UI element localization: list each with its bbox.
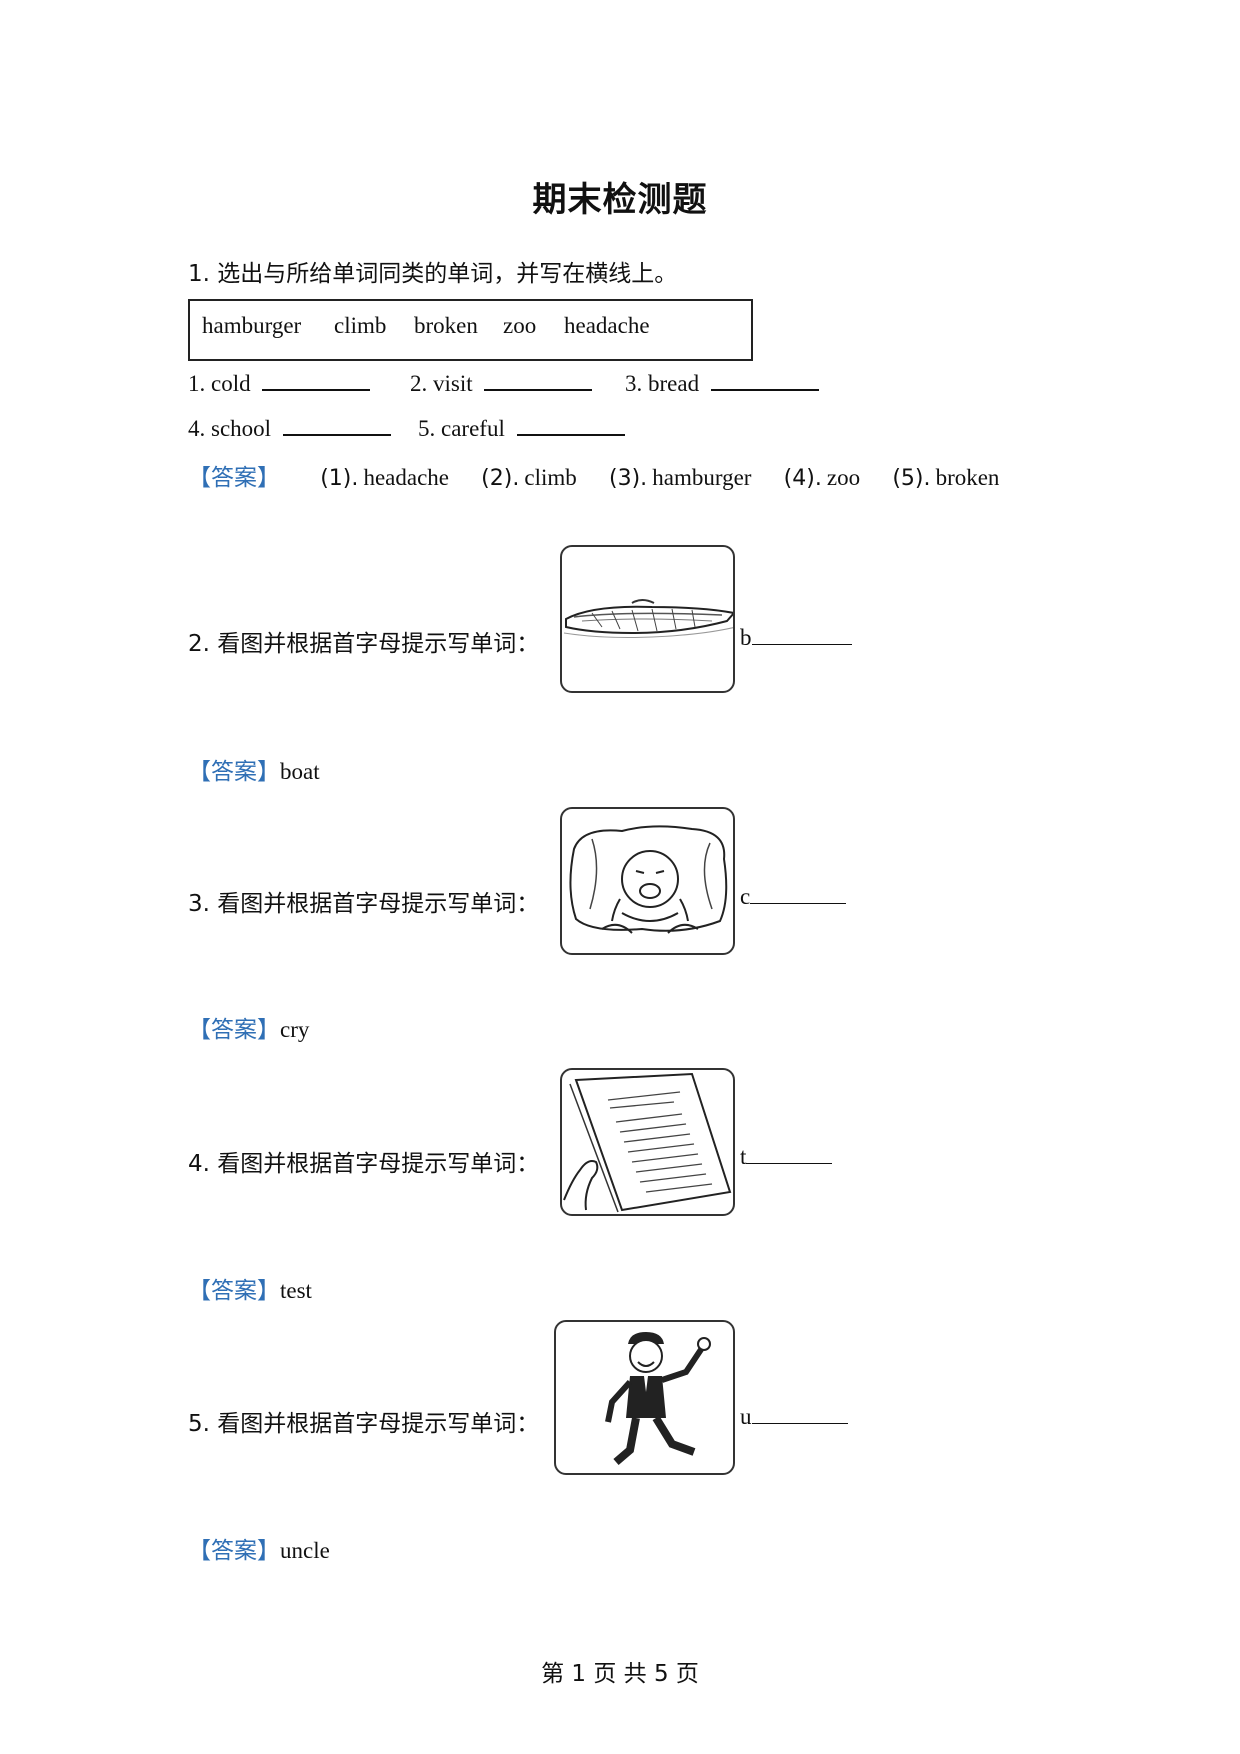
- answer-blank[interactable]: [282, 414, 391, 436]
- q3-answer: 【答案】cry: [188, 1010, 309, 1044]
- q1-item-5: 5. careful: [418, 414, 625, 442]
- answer-blank[interactable]: [751, 626, 852, 645]
- crying-baby-icon: [560, 807, 735, 955]
- answer-label: 【答案】: [188, 465, 280, 491]
- answer-word: boat: [280, 759, 320, 784]
- question-4-prompt: 4. 看图并根据首字母提示写单词：: [188, 1151, 540, 1177]
- first-letter-hint: b: [740, 625, 752, 650]
- answer-word: headache: [363, 465, 449, 490]
- answer-blank[interactable]: [516, 414, 625, 436]
- answer-label: 【答案】: [188, 759, 280, 785]
- test-paper-icon: [560, 1068, 735, 1216]
- word-bank-item: zoo: [503, 313, 537, 338]
- page-title: 期末检测题: [532, 180, 708, 220]
- q2-answer-line: b: [740, 625, 852, 651]
- q1-item-1: 1. cold: [188, 369, 371, 397]
- question-1-prompt: 1. 选出与所给单词同类的单词，并写在横线上。: [188, 261, 678, 287]
- boat-icon: [560, 545, 735, 693]
- q2-answer: 【答案】boat: [188, 752, 320, 786]
- answer-blank[interactable]: [710, 369, 819, 391]
- q1-item-2: 2. visit: [410, 369, 593, 397]
- q4-answer: 【答案】test: [188, 1271, 312, 1305]
- answer-number: (2).: [481, 466, 520, 491]
- question-5-prompt: 5. 看图并根据首字母提示写单词：: [188, 1411, 540, 1437]
- q1-item-label: 3. bread: [625, 371, 700, 396]
- answer-blank[interactable]: [484, 369, 593, 391]
- q1-item-label: 2. visit: [410, 371, 473, 396]
- answer-number: (3).: [609, 466, 648, 491]
- answer-label: 【答案】: [188, 1278, 280, 1304]
- answer-label: 【答案】: [188, 1538, 280, 1564]
- question-2-prompt: 2. 看图并根据首字母提示写单词：: [188, 631, 540, 657]
- q1-item-label: 4. school: [188, 416, 272, 441]
- first-letter-hint: u: [740, 1404, 752, 1429]
- q1-item-4: 4. school: [188, 414, 391, 442]
- answer-word: zoo: [826, 465, 861, 490]
- answer-word: uncle: [280, 1538, 330, 1563]
- q1-item-3: 3. bread: [625, 369, 819, 397]
- word-bank-box: hamburger climb broken zoo headache: [188, 299, 753, 361]
- word-bank-item: hamburger: [202, 313, 302, 338]
- answer-word: hamburger: [652, 465, 752, 490]
- answer-blank[interactable]: [751, 1405, 848, 1424]
- q4-answer-line: t: [740, 1144, 833, 1170]
- answer-word: broken: [935, 465, 1000, 490]
- answer-label: 【答案】: [188, 1017, 280, 1043]
- q3-answer-line: c: [740, 884, 847, 910]
- first-letter-hint: c: [740, 884, 751, 909]
- waving-man-icon: [554, 1320, 735, 1475]
- word-bank-item: climb: [334, 313, 387, 338]
- question-3-prompt: 3. 看图并根据首字母提示写单词：: [188, 891, 540, 917]
- page-footer: 第 1 页 共 5 页: [541, 1661, 699, 1687]
- answer-blank[interactable]: [262, 369, 371, 391]
- answer-blank[interactable]: [750, 885, 847, 904]
- answer-blank[interactable]: [746, 1145, 833, 1164]
- q5-answer-line: u: [740, 1404, 848, 1430]
- first-letter-hint: t: [740, 1144, 747, 1169]
- answer-number: (1).: [320, 466, 359, 491]
- q1-answer: 【答案】 (1). headache (2). climb (3). hambu…: [188, 458, 999, 492]
- q5-answer: 【答案】uncle: [188, 1531, 330, 1565]
- word-bank-item: headache: [564, 313, 650, 338]
- answer-number: (5).: [892, 466, 931, 491]
- answer-word: cry: [280, 1017, 310, 1042]
- answer-word: climb: [524, 465, 577, 490]
- q1-item-label: 1. cold: [188, 371, 251, 396]
- word-bank-item: broken: [414, 313, 478, 338]
- q1-item-label: 5. careful: [418, 416, 505, 441]
- answer-number: (4).: [783, 466, 822, 491]
- answer-word: test: [280, 1278, 312, 1303]
